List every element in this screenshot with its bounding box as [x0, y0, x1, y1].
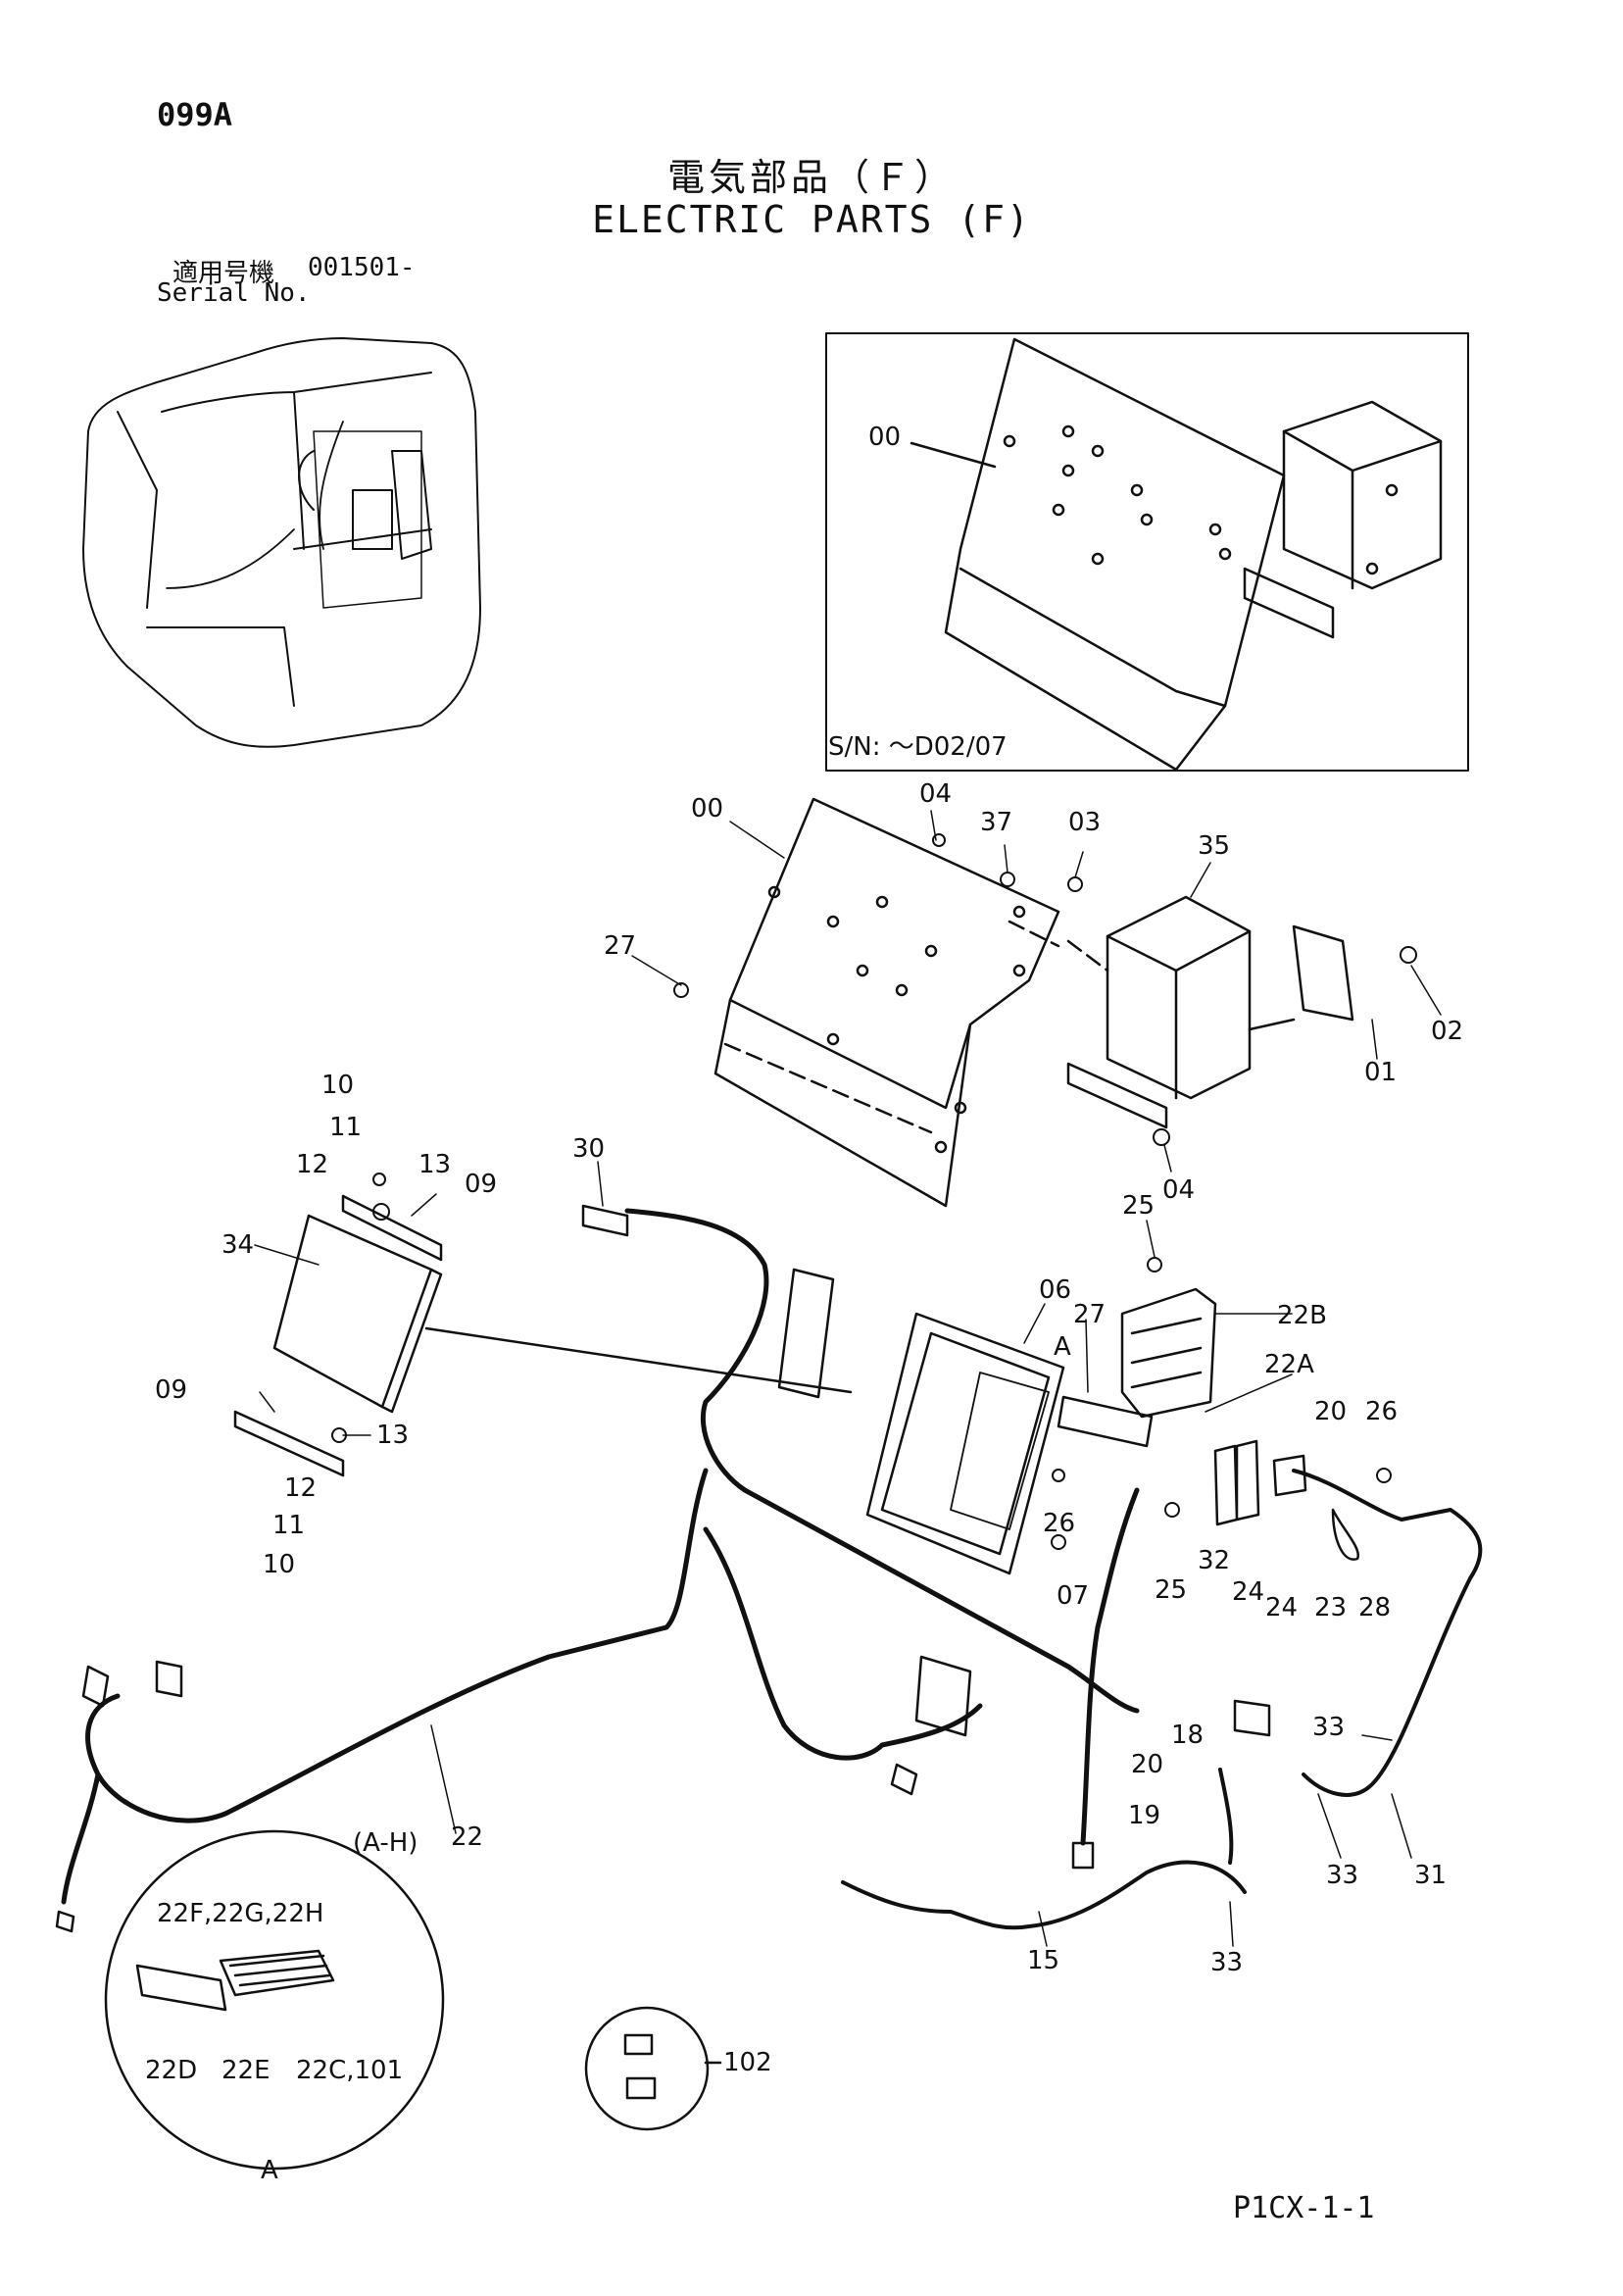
callout-13a: 13 — [418, 1150, 451, 1179]
title-japanese: 電気部品（Ｆ） — [666, 156, 956, 199]
callout-33a: 33 — [1312, 1713, 1345, 1742]
callout-24b: 24 — [1265, 1593, 1298, 1622]
inset-previous-serial — [825, 332, 1469, 772]
callout-06: 06 — [1039, 1275, 1071, 1305]
detail-a-marker: A — [261, 2156, 278, 2185]
callout-35: 35 — [1198, 831, 1230, 861]
callout-32: 32 — [1198, 1546, 1230, 1575]
controller-unit — [233, 1194, 853, 1477]
relay-box — [1066, 895, 1354, 1129]
callout-09a: 09 — [465, 1170, 497, 1199]
callout-27b: 27 — [1073, 1300, 1106, 1329]
leader-lines — [254, 810, 1442, 1947]
callout-37: 37 — [980, 808, 1012, 837]
callout-22c-101: 22C,101 — [296, 2056, 403, 2085]
cab-location-sketch — [82, 337, 481, 748]
callout-11b: 11 — [272, 1511, 305, 1540]
callout-01: 01 — [1364, 1058, 1397, 1087]
callout-07: 07 — [1057, 1581, 1089, 1611]
footer-code: P1CX-1-1 — [1233, 2191, 1375, 2225]
callout-102: 102 — [723, 2048, 772, 2077]
callout-04a: 04 — [919, 779, 952, 809]
detail-a-top-label: 22F,22G,22H — [157, 1899, 323, 1928]
callout-30: 30 — [572, 1134, 605, 1164]
callout-24a: 24 — [1232, 1577, 1264, 1607]
callout-10a: 10 — [321, 1071, 354, 1100]
callout-23: 23 — [1314, 1593, 1347, 1622]
relays — [1213, 1439, 1360, 1561]
callout-11a: 11 — [329, 1113, 362, 1142]
callout-22b: 22B — [1277, 1301, 1327, 1330]
serial-label-japanese: 適用号機 — [172, 259, 275, 288]
detail-102-circle — [584, 2006, 722, 2131]
callout-25a: 25 — [1122, 1191, 1155, 1221]
harness-connectors — [55, 1204, 1271, 1933]
callout-22d: 22D — [145, 2056, 197, 2085]
callout-13b: 13 — [376, 1421, 409, 1450]
callout-03: 03 — [1068, 808, 1101, 837]
callout-10b: 10 — [263, 1550, 295, 1579]
relay-block — [1057, 1287, 1217, 1448]
callout-22-range: (A-H) — [353, 1828, 418, 1858]
inset-bracket-box — [1243, 400, 1443, 639]
callout-31: 31 — [1414, 1861, 1447, 1890]
fuse-frame — [865, 1312, 1065, 1575]
callout-labels: 00 S/N: ～D02/07 00 04 37 03 35 27 02 01 … — [145, 423, 1463, 2185]
callout-25b: 25 — [1155, 1575, 1187, 1605]
callout-marker-a: A — [1054, 1332, 1071, 1362]
callout-20a: 20 — [1314, 1397, 1347, 1426]
callout-04b: 04 — [1162, 1175, 1195, 1205]
callout-02: 02 — [1431, 1017, 1463, 1046]
serial-value: 001501- — [308, 253, 416, 282]
callout-27a: 27 — [604, 931, 636, 961]
inset-plate — [944, 337, 1286, 772]
harness-31-15 — [841, 1469, 1483, 1930]
callout-33b: 33 — [1326, 1861, 1358, 1890]
callout-09b: 09 — [155, 1375, 187, 1405]
main-harness — [61, 1208, 1140, 1905]
callout-00: 00 — [691, 794, 723, 824]
callout-15: 15 — [1027, 1946, 1059, 1975]
callout-12a: 12 — [296, 1150, 328, 1179]
page-code: 099A — [157, 96, 233, 133]
callout-12b: 12 — [284, 1473, 317, 1503]
callout-28: 28 — [1358, 1593, 1391, 1622]
callout-19: 19 — [1128, 1801, 1160, 1830]
callout-18: 18 — [1171, 1721, 1204, 1750]
callout-22e: 22E — [221, 2056, 270, 2085]
serial-label-english: Serial No. — [157, 278, 311, 308]
callout-26a: 26 — [1365, 1397, 1398, 1426]
callout-34: 34 — [221, 1230, 254, 1260]
inset-serial-note: S/N: ～D02/07 — [828, 732, 1008, 762]
callout-22a: 22A — [1264, 1350, 1314, 1379]
callout-33c: 33 — [1210, 1948, 1243, 1977]
main-plate — [713, 797, 1109, 1208]
callout-26b: 26 — [1043, 1509, 1075, 1538]
detail-a-circle — [104, 1829, 445, 2171]
callout-20b: 20 — [1131, 1750, 1163, 1779]
callout-inset-00: 00 — [868, 423, 901, 452]
title-english: ELECTRIC PARTS (F) — [592, 198, 1031, 241]
callout-22: 22 — [451, 1822, 483, 1852]
